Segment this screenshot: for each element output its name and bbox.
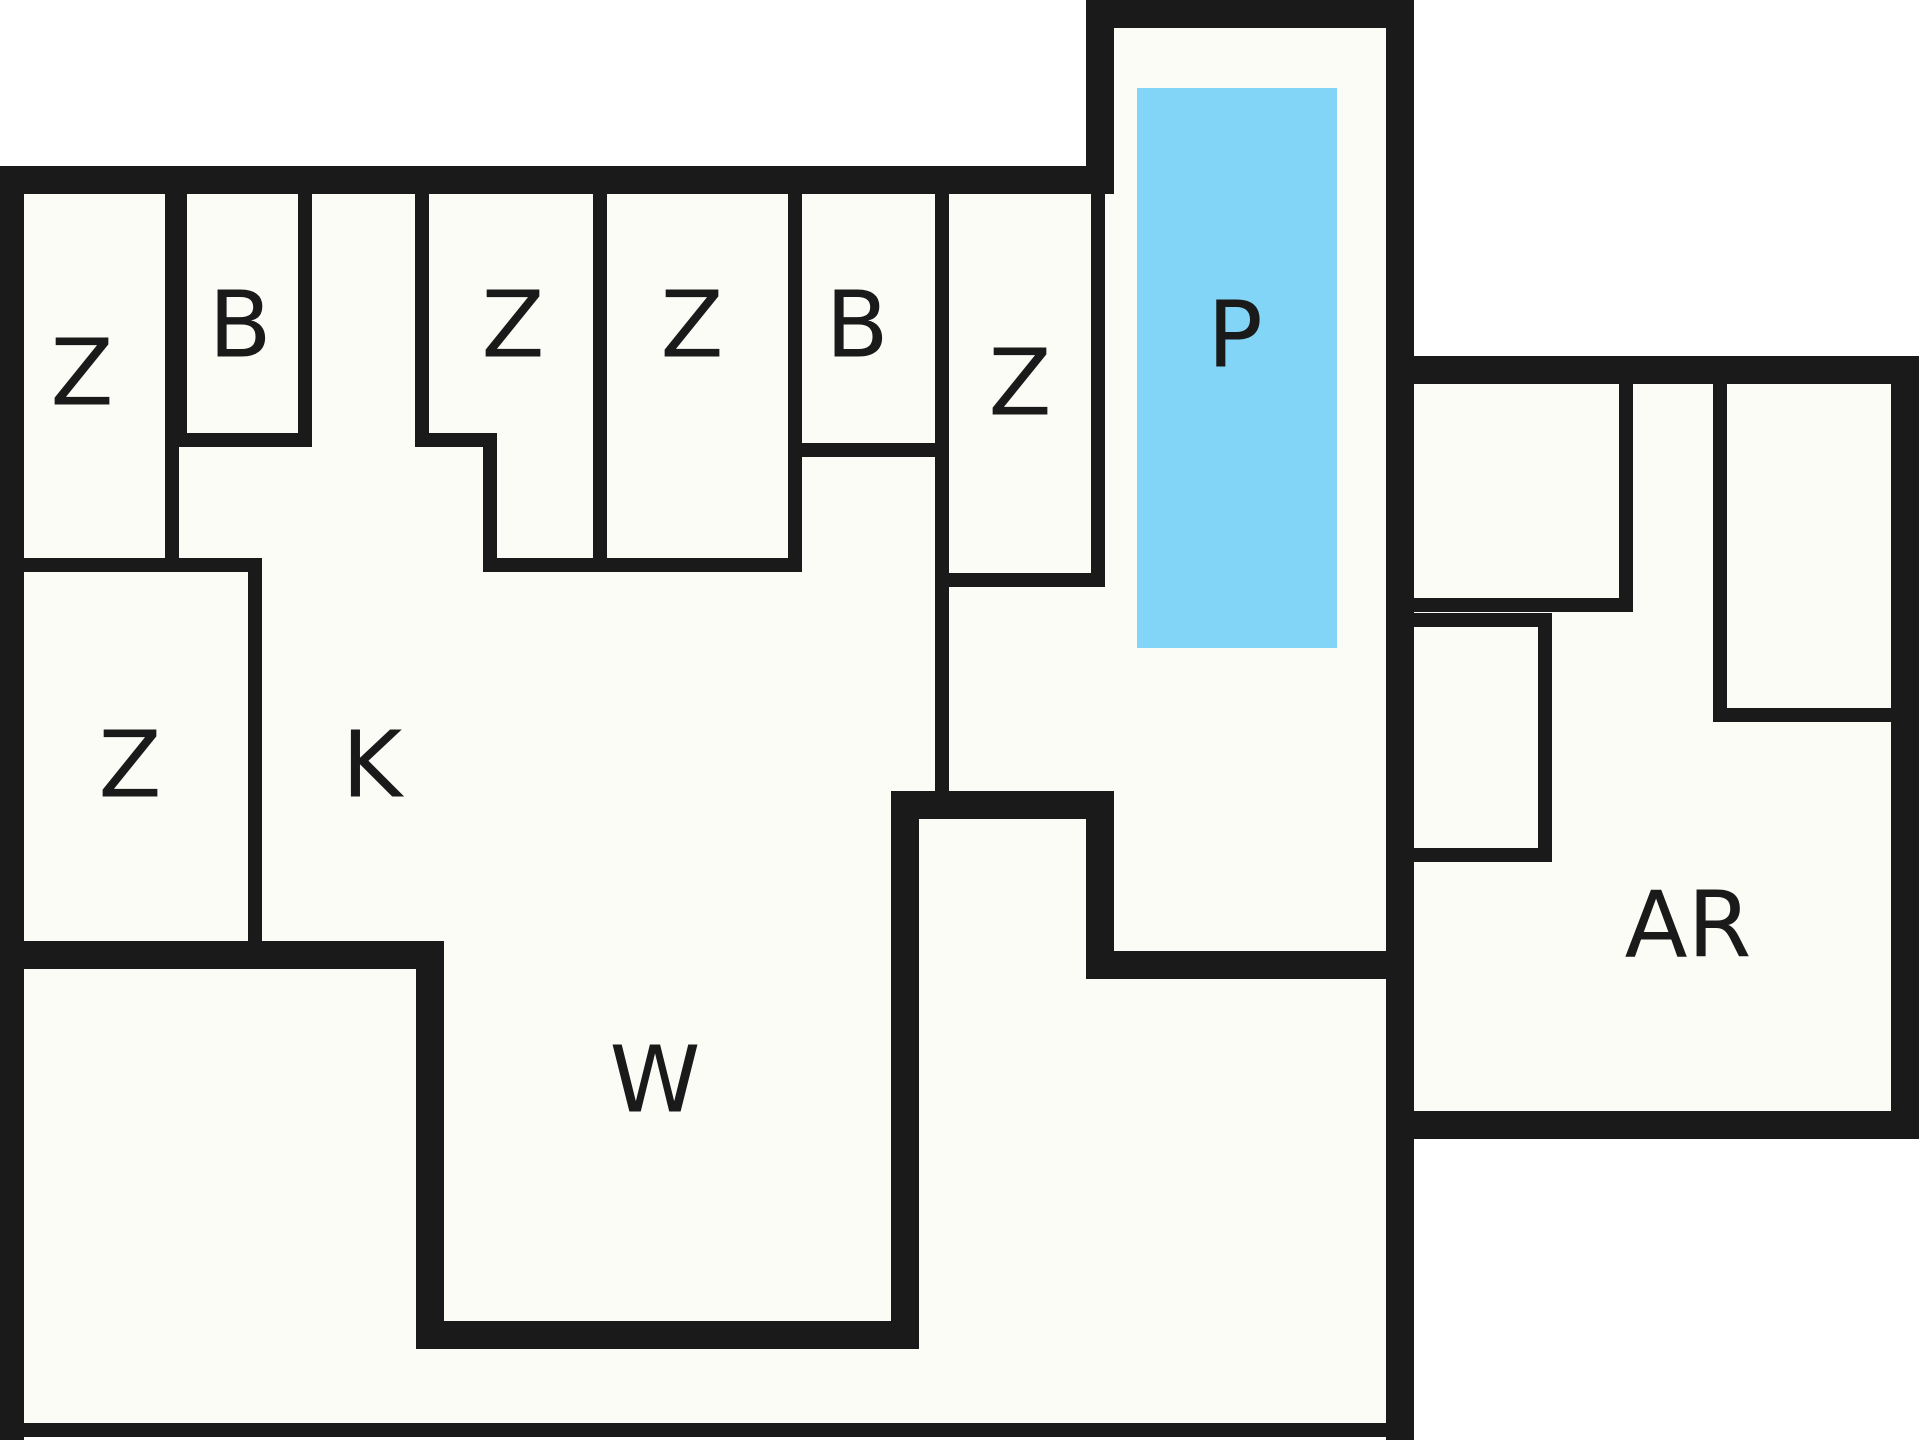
room-label-k: K [342,712,405,819]
highlight-area-p [1137,88,1337,648]
interior-walls-thick [0,356,1414,1440]
room-label-b2: B [825,272,888,379]
room-label-ar: AR [1625,872,1752,979]
room-label-z3: Z [660,272,723,379]
room-label-z4: Z [988,330,1051,437]
interior-walls-thin [3,183,1907,1437]
room-label-z2: Z [481,272,544,379]
room-label-p: P [1207,282,1262,389]
floor-area [10,10,1910,1430]
room-label-z1: Z [50,320,113,427]
room-label-w: W [610,1027,701,1134]
room-label-z5: Z [98,712,161,819]
room-label-b1: B [208,272,271,379]
